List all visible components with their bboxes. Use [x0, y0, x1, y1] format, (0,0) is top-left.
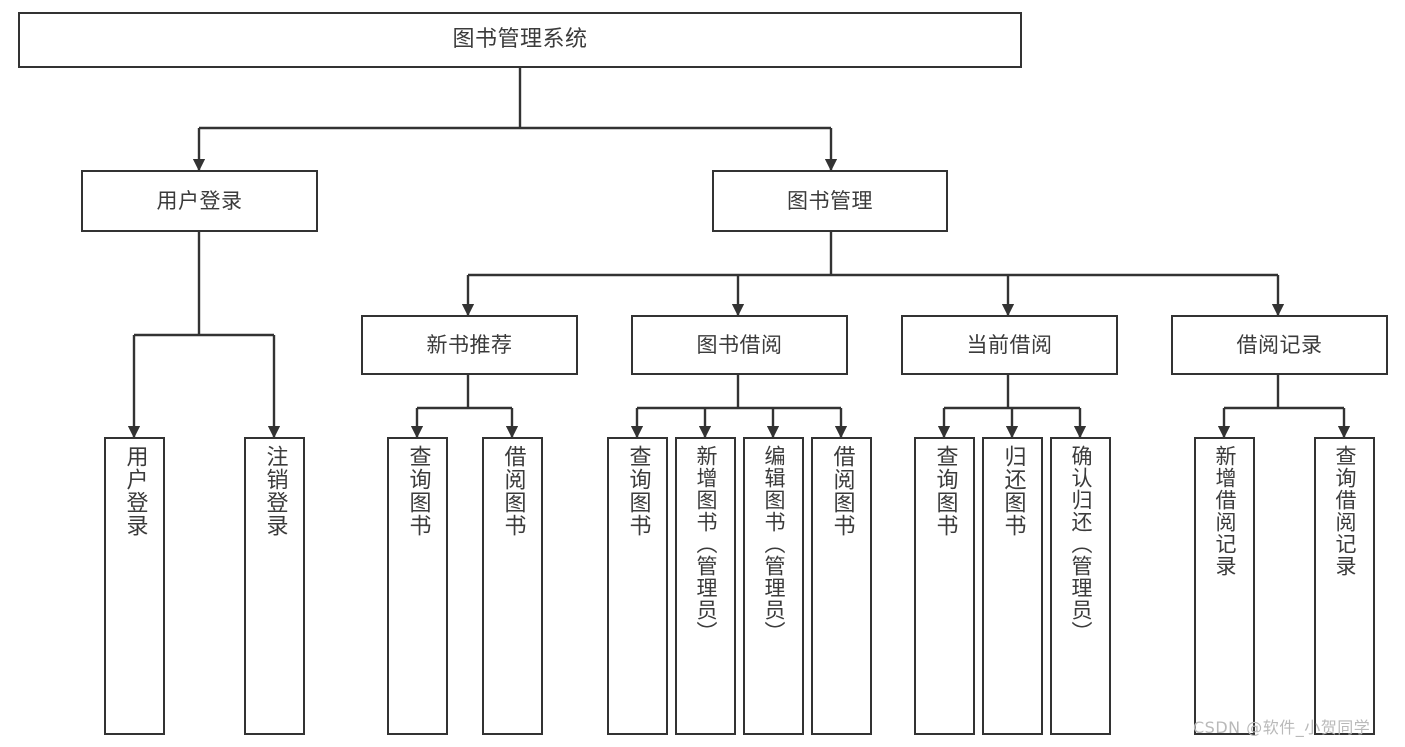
node-label: 用户登录	[122, 445, 148, 537]
node-leaf-borrow-book-recommend[interactable]: 借阅图书	[482, 437, 543, 735]
node-label: 借阅记录	[1236, 332, 1323, 357]
node-borrow-record[interactable]: 借阅记录	[1171, 315, 1388, 375]
node-label: 图书管理系统	[452, 27, 588, 53]
node-label: 借阅图书	[500, 445, 526, 537]
node-label: 新增借阅记录	[1213, 445, 1238, 577]
node-leaf-query-book-borrow[interactable]: 查询图书	[607, 437, 668, 735]
node-user-login[interactable]: 用户登录	[81, 170, 318, 232]
node-new-book-recommend[interactable]: 新书推荐	[361, 315, 578, 375]
node-leaf-edit-book-admin[interactable]: 编辑图书（管理员）	[743, 437, 804, 735]
node-label: 查询图书	[932, 445, 958, 537]
node-label: 借阅图书	[829, 445, 855, 537]
node-leaf-add-book-admin[interactable]: 新增图书（管理员）	[675, 437, 736, 735]
node-leaf-logout[interactable]: 注销登录	[244, 437, 305, 735]
node-leaf-query-borrow-record[interactable]: 查询借阅记录	[1314, 437, 1375, 735]
node-label: 图书管理	[787, 188, 873, 213]
node-leaf-query-book-recommend[interactable]: 查询图书	[387, 437, 448, 735]
node-label: 用户登录	[156, 188, 243, 213]
node-leaf-add-borrow-record[interactable]: 新增借阅记录	[1194, 437, 1255, 735]
node-label: 确认归还（管理员）	[1069, 445, 1094, 643]
node-label: 查询借阅记录	[1333, 445, 1358, 577]
node-label: 查询图书	[405, 445, 431, 537]
node-label: 编辑图书（管理员）	[762, 445, 787, 643]
node-leaf-return-book[interactable]: 归还图书	[982, 437, 1043, 735]
node-root-book-management-system[interactable]: 图书管理系统	[18, 12, 1022, 68]
node-label: 新增图书（管理员）	[694, 445, 719, 643]
node-label: 归还图书	[1000, 445, 1026, 537]
node-leaf-borrow-book[interactable]: 借阅图书	[811, 437, 872, 735]
node-label: 新书推荐	[426, 332, 513, 357]
node-current-borrow[interactable]: 当前借阅	[901, 315, 1118, 375]
node-label: 图书借阅	[696, 332, 783, 357]
node-label: 查询图书	[625, 445, 651, 537]
node-label: 注销登录	[262, 445, 288, 537]
node-book-management[interactable]: 图书管理	[712, 170, 948, 232]
node-book-borrow[interactable]: 图书借阅	[631, 315, 848, 375]
node-leaf-query-book-current[interactable]: 查询图书	[914, 437, 975, 735]
node-leaf-user-login[interactable]: 用户登录	[104, 437, 165, 735]
watermark-csdn: CSDN @软件_小贺同学	[1193, 718, 1371, 737]
node-label: 当前借阅	[966, 332, 1053, 357]
node-leaf-confirm-return-admin[interactable]: 确认归还（管理员）	[1050, 437, 1111, 735]
